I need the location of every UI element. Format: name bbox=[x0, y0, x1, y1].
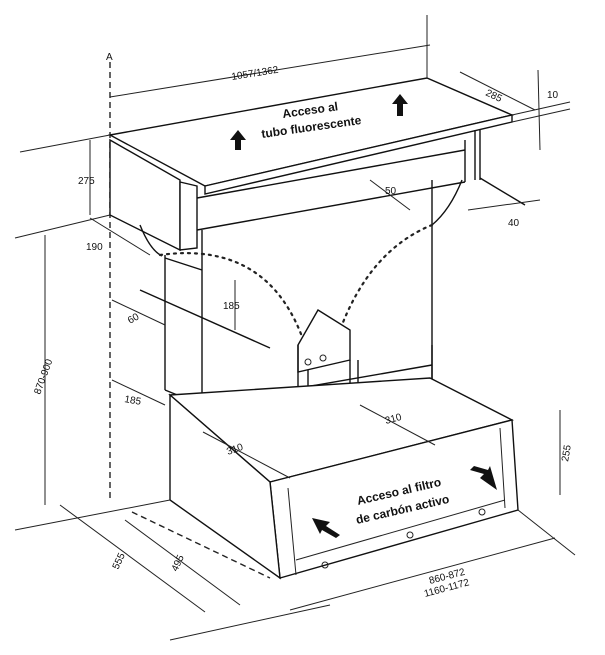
dim-offset-60: 60 bbox=[126, 311, 142, 326]
dim-side-185: 185 bbox=[123, 394, 142, 408]
dim-gap-50: 50 bbox=[385, 186, 397, 197]
point-label-a: A bbox=[106, 52, 113, 63]
dim-depth-310-right: 310 bbox=[384, 412, 403, 427]
access-arrows bbox=[230, 94, 497, 538]
dim-depth-555: 555 bbox=[111, 551, 128, 571]
dim-top-thickness: 10 bbox=[547, 90, 559, 101]
down-left-arrow-icon bbox=[312, 518, 340, 538]
down-right-arrow-icon bbox=[470, 466, 497, 490]
dim-gap-40: 40 bbox=[508, 218, 520, 229]
dim-hood-offset: 190 bbox=[86, 242, 103, 253]
dim-box-height: 255 bbox=[560, 444, 574, 463]
reference-axis-a: A bbox=[106, 52, 113, 500]
up-arrow-icon bbox=[392, 94, 408, 116]
up-arrow-icon bbox=[230, 130, 246, 150]
dim-top-width: 1057/1362 bbox=[231, 65, 280, 83]
dimension-lines bbox=[14, 15, 576, 641]
dim-total-height: 870-900 bbox=[32, 357, 55, 396]
filter-box bbox=[131, 377, 519, 580]
hood-upper-box bbox=[109, 130, 526, 252]
dim-top-depth: 285 bbox=[484, 88, 504, 105]
dim-inner-185: 185 bbox=[223, 301, 240, 312]
dim-depth-495: 495 bbox=[170, 553, 187, 573]
top-cover-plate bbox=[14, 77, 571, 239]
dim-hood-height: 275 bbox=[78, 176, 95, 187]
